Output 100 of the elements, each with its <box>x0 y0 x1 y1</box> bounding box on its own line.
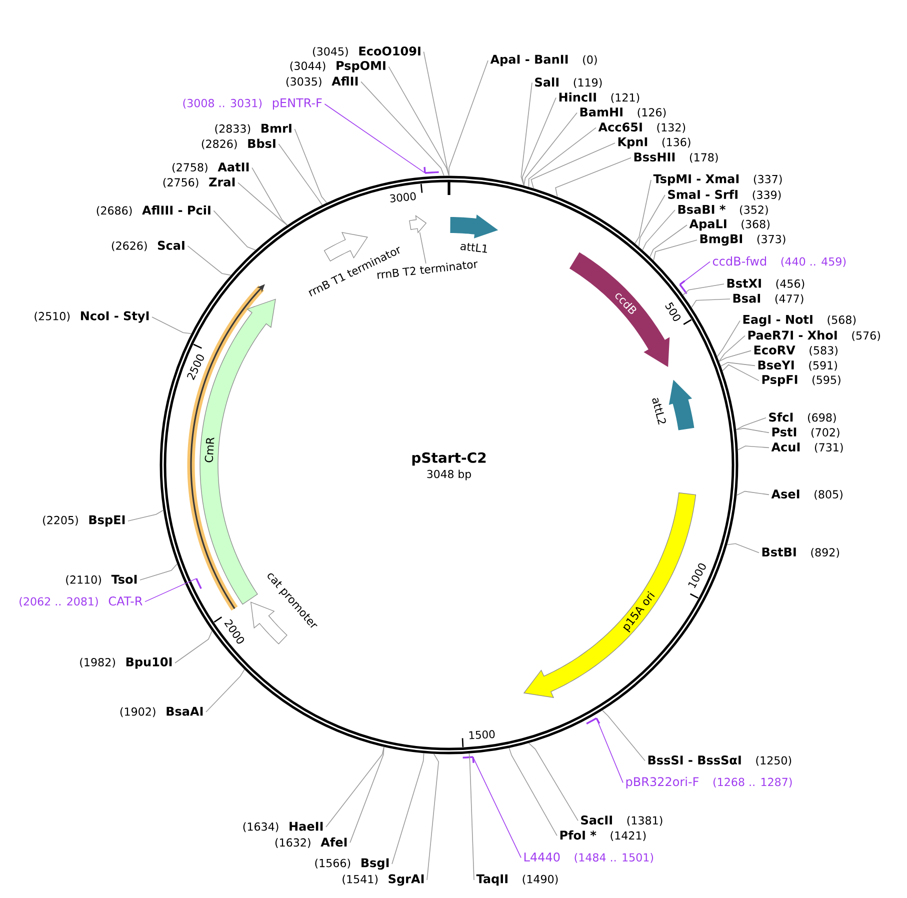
leader-line <box>596 718 624 784</box>
cut-site-label: (1632) AfeI <box>275 837 347 848</box>
cut-site-label: (2686) AflIII - PciI <box>96 205 210 216</box>
leader-line <box>653 240 698 261</box>
leader-line <box>252 167 288 226</box>
primer-mark <box>679 280 688 294</box>
leader-line <box>682 284 724 296</box>
plasmid-feature: attL1 <box>450 214 498 253</box>
leader-line <box>140 564 178 580</box>
leader-line <box>152 316 192 334</box>
primer-mark <box>424 166 439 174</box>
cut-site-label: BseYI (591) <box>758 360 837 371</box>
leader-line <box>726 543 760 554</box>
plasmid-name: pStart-C2 <box>412 452 486 466</box>
plasmid-size: 3048 bp <box>427 470 471 480</box>
cut-site-label: (1982) Bpu10I <box>80 657 172 669</box>
cut-site-label: (2626) ScaI <box>112 240 184 252</box>
tick-label: 1500 <box>469 730 495 740</box>
plasmid-feature <box>409 215 427 234</box>
cut-site-label: HincII (121) <box>559 92 640 103</box>
cut-site-label: (1566) BsgI <box>315 858 389 870</box>
leader-line <box>718 350 752 362</box>
cut-site-label: (3044) PspOMI <box>290 61 386 72</box>
cut-site-label: ApaLI (368) <box>689 219 770 231</box>
cut-site-label: (3045) EcoO109I <box>312 46 420 57</box>
cut-site-label: (2833) BmrI <box>215 124 292 134</box>
cut-site-label: BmgBI (373) <box>700 234 786 246</box>
leader-line <box>634 180 652 244</box>
primer-label: pBR322ori-F (1268 .. 1287) <box>626 776 792 788</box>
leader-line <box>448 60 488 176</box>
leader-line <box>522 97 556 186</box>
leader-line <box>650 224 688 258</box>
primer-mark <box>196 578 202 589</box>
leader-line <box>206 669 245 712</box>
plasmid-feature: attL2 <box>652 380 694 430</box>
primer-label: ccdB-fwd (440 .. 459) <box>712 256 846 267</box>
cut-site-label: PaeR7I - XhoI (576) <box>748 330 880 341</box>
node-label: attL2 <box>652 398 666 425</box>
leader-line <box>326 746 384 828</box>
cut-site-label: AseI (805) <box>771 490 842 500</box>
leader-line <box>736 490 770 496</box>
cut-site-label: BsaBI * (352) <box>678 204 768 216</box>
cut-site-label: (2756) ZraI <box>163 178 235 188</box>
cut-site-label: BssHII (178) <box>634 152 718 163</box>
leader-line <box>528 742 578 822</box>
cut-site-label: (1541) SgrAI <box>342 874 424 886</box>
cut-site-label: BssSI - BssSαI (1250) <box>648 756 792 766</box>
leader-line <box>555 157 632 198</box>
leader-line <box>144 578 197 602</box>
leader-line <box>691 298 730 308</box>
leader-line <box>602 710 646 762</box>
leader-line <box>238 182 288 226</box>
node-label: attL1 <box>460 242 487 253</box>
leader-line <box>520 82 532 186</box>
leader-line <box>718 335 746 362</box>
cut-site-label: KpnI (136) <box>618 137 690 149</box>
leader-line <box>213 210 256 250</box>
leader-line <box>716 320 740 358</box>
cut-site-label: (2110) TsoI <box>66 574 137 586</box>
cut-site-label: BamHI (126) <box>580 108 666 118</box>
cut-site-label: BstXI (456) <box>727 278 804 290</box>
cut-site-label: ApaI - BanII (0) <box>490 54 597 66</box>
primer-label: (3008 .. 3031) pENTR-F <box>183 98 322 110</box>
leader-line <box>680 261 710 285</box>
cut-site-label: PspFI (595) <box>762 375 840 386</box>
leader-line <box>738 446 770 450</box>
leader-line <box>423 51 450 176</box>
cut-site-label: TspMI - XmaI (337) <box>653 174 782 186</box>
leader-line <box>523 112 578 186</box>
cut-site-label: PstI (702) <box>772 428 840 438</box>
cut-site-label: Acc65I (132) <box>598 122 686 133</box>
leader-line <box>528 127 596 188</box>
leader-line <box>426 754 439 880</box>
cut-site-label: (3035) AflII <box>286 76 358 87</box>
leader-line <box>350 746 384 844</box>
cut-site-label: (2758) AatII <box>172 162 249 173</box>
cut-site-label: (2205) BspEI <box>43 515 125 527</box>
leader-line <box>468 753 474 880</box>
cut-site-label: SfcI (698) <box>769 412 836 423</box>
leader-line <box>722 364 760 382</box>
leader-line <box>736 417 766 430</box>
leader-line <box>472 756 522 858</box>
leader-line <box>324 104 426 174</box>
leader-line <box>388 66 450 176</box>
leader-line <box>736 428 770 434</box>
cut-site-label: (2826) BbsI <box>202 138 276 150</box>
cut-site-label: EagI - NotI (568) <box>743 315 856 326</box>
leader-line <box>638 194 666 248</box>
cut-site-label: SalI (119) <box>535 77 602 88</box>
cut-site-label: (1902) BsaAI <box>120 706 203 718</box>
primer-label: (2062 .. 2081) CAT-R <box>20 596 142 607</box>
leader-line <box>508 748 558 836</box>
leader-line <box>360 81 444 176</box>
cut-site-label: (2510) NcoI - StyI <box>34 311 149 323</box>
primer-label: L4440 (1484 .. 1501) <box>524 852 654 863</box>
leader-line <box>642 210 676 250</box>
cut-site-label: AcuI (731) <box>771 442 843 453</box>
cut-site-label: TaqII (1490) <box>476 874 558 886</box>
cut-site-label: SmaI - SrfI (339) <box>668 190 781 200</box>
primer-mark <box>586 717 600 724</box>
